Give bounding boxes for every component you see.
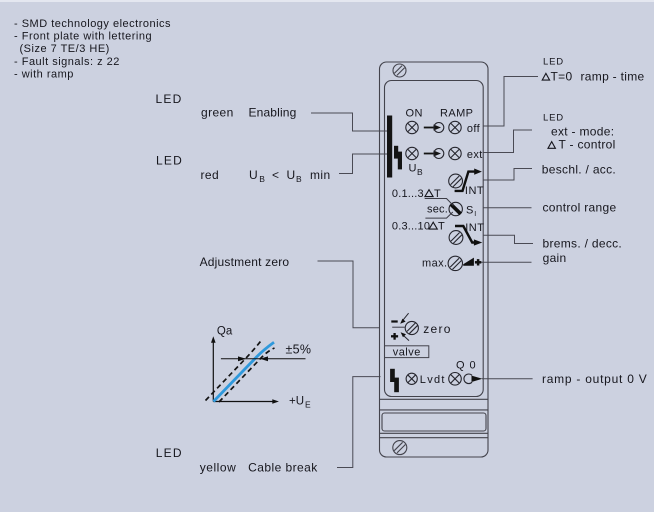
svg-text:0: 0 <box>470 360 476 372</box>
svg-text:red: red <box>201 168 220 182</box>
svg-text:LED: LED <box>156 154 183 168</box>
svg-text:Enabling: Enabling <box>249 106 297 120</box>
svg-text:U: U <box>287 168 296 182</box>
svg-text:green: green <box>201 106 234 120</box>
svg-text:T: T <box>434 188 441 200</box>
svg-text:LED: LED <box>543 57 564 68</box>
svg-text:Lvdt: Lvdt <box>420 374 446 386</box>
svg-text:RAMP: RAMP <box>440 108 473 120</box>
svg-text:ext - mode:: ext - mode: <box>551 125 614 139</box>
svg-text:U: U <box>249 168 258 182</box>
svg-text:ext: ext <box>467 149 483 161</box>
svg-text:0.1...3: 0.1...3 <box>392 188 424 200</box>
svg-text:B: B <box>259 174 265 184</box>
svg-text:zero: zero <box>423 322 452 336</box>
svg-text:ramp - time: ramp - time <box>581 70 645 84</box>
svg-text:brems. / decc.: brems. / decc. <box>543 237 623 251</box>
svg-text:INT: INT <box>465 222 484 234</box>
svg-text:- Fault signals: z 22: - Fault signals: z 22 <box>14 56 120 68</box>
svg-text:- SMD technology electronics: - SMD technology electronics <box>14 18 171 30</box>
svg-text:0.3...10: 0.3...10 <box>392 221 430 233</box>
svg-text:beschl. / acc.: beschl. / acc. <box>542 163 616 177</box>
svg-text:Q: Q <box>456 360 465 372</box>
svg-text:(Size 7 TE/3 HE): (Size 7 TE/3 HE) <box>20 43 110 55</box>
svg-text:T - control: T - control <box>559 138 616 152</box>
svg-text:Cable break: Cable break <box>248 461 318 475</box>
svg-text:B: B <box>296 174 302 184</box>
svg-text:valve: valve <box>393 347 421 359</box>
svg-text:B: B <box>417 167 423 177</box>
svg-text:- Front plate with lettering: - Front plate with lettering <box>14 31 152 43</box>
svg-text:±5%: ±5% <box>286 343 312 357</box>
svg-text:I: I <box>474 211 476 218</box>
svg-text:LED: LED <box>543 112 564 123</box>
svg-text:min: min <box>310 168 331 182</box>
svg-text:gain: gain <box>543 251 567 265</box>
svg-text:Qa: Qa <box>217 326 233 338</box>
svg-text:sec.: sec. <box>427 204 448 216</box>
svg-text:LED: LED <box>156 92 183 106</box>
svg-text:LED: LED <box>156 446 183 460</box>
svg-text:control range: control range <box>543 201 617 215</box>
svg-text:+U: +U <box>289 396 304 408</box>
svg-text:E: E <box>305 400 311 410</box>
svg-text:S: S <box>466 204 474 216</box>
svg-text:<: < <box>272 168 279 182</box>
svg-text:U: U <box>409 163 417 175</box>
svg-text:INT: INT <box>465 185 484 197</box>
svg-text:Adjustment zero: Adjustment zero <box>200 255 290 269</box>
svg-text:off: off <box>467 123 481 135</box>
svg-text:T=0: T=0 <box>551 70 573 84</box>
svg-text:T: T <box>438 221 445 233</box>
svg-text:ramp - output 0 V: ramp - output 0 V <box>542 372 647 386</box>
svg-text:ON: ON <box>406 108 423 120</box>
svg-text:yellow: yellow <box>200 461 237 475</box>
svg-text:max.: max. <box>422 258 447 270</box>
svg-text:- with ramp: - with ramp <box>14 68 74 80</box>
